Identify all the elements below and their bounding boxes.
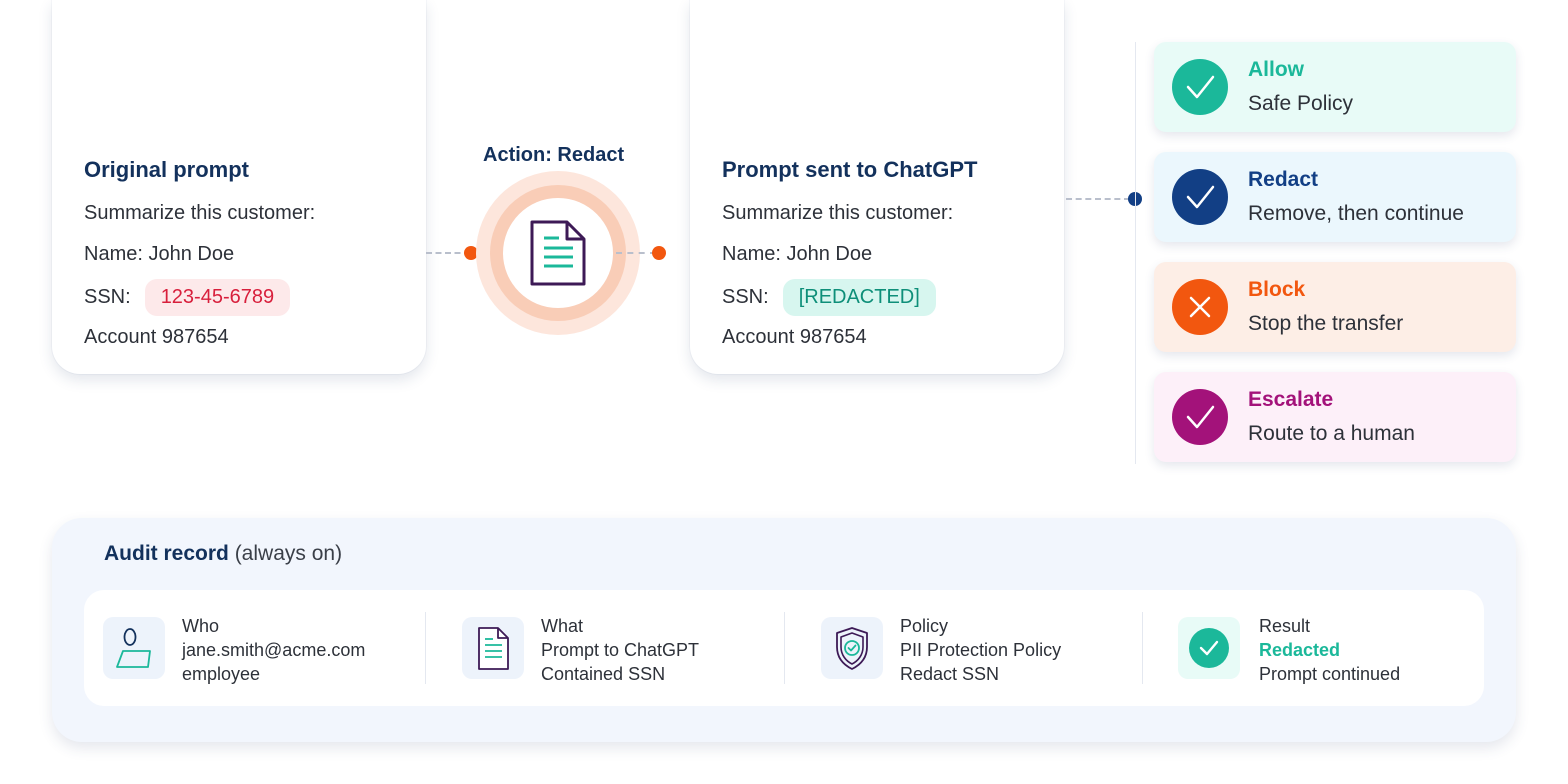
option-allow-subtitle: Safe Policy — [1248, 92, 1354, 115]
audit-record-title: Audit record (always on) — [104, 542, 342, 566]
ssn-label: SSN: — [84, 286, 131, 308]
action-label: Action: Redact — [483, 144, 625, 166]
audit-policy: Policy PII Protection Policy Redact SSN — [900, 614, 1061, 686]
option-escalate-title: Escalate — [1248, 388, 1334, 411]
check-icon — [1172, 389, 1228, 445]
option-block-title: Block — [1248, 278, 1306, 301]
audit-who-line2: employee — [182, 664, 261, 684]
document-icon — [529, 219, 587, 287]
option-allow-title: Allow — [1248, 58, 1304, 81]
original-prompt-title: Original prompt — [84, 157, 249, 182]
audit-who: Who jane.smith@acme.com employee — [182, 614, 365, 686]
audit-divider — [425, 612, 426, 684]
original-prompt-line-1: Summarize this customer: — [84, 202, 316, 224]
sent-prompt-ssn-row: SSN: [REDACTED] — [722, 279, 936, 316]
connector-left — [426, 252, 470, 254]
check-icon — [1172, 59, 1228, 115]
sent-prompt-line-1: Summarize this customer: — [722, 202, 954, 224]
ssn-value-badge: 123-45-6789 — [144, 279, 291, 316]
audit-result-line2: Prompt continued — [1259, 664, 1401, 684]
audit-record-panel: Audit record (always on) Who jane.smith@… — [52, 518, 1516, 742]
ssn-redacted-badge: [REDACTED] — [782, 279, 936, 316]
audit-policy-line1: PII Protection Policy — [900, 640, 1062, 660]
audit-who-heading: Who — [182, 616, 220, 636]
option-block: Block Stop the transfer — [1154, 262, 1516, 352]
audit-result: Result Redacted Prompt continued — [1259, 614, 1400, 686]
option-redact-title: Redact — [1248, 168, 1319, 191]
audit-title-main: Audit record — [104, 542, 229, 565]
x-icon — [1172, 279, 1228, 335]
option-escalate: Escalate Route to a human — [1154, 372, 1516, 462]
audit-who-line1: jane.smith@acme.com — [182, 640, 366, 660]
audit-result-heading: Result — [1259, 616, 1311, 636]
audit-policy-line2: Redact SSN — [900, 664, 1000, 684]
audit-title-note: (always on) — [234, 542, 343, 565]
audit-divider — [784, 612, 785, 684]
audit-policy-heading: Policy — [900, 616, 949, 636]
shield-check-icon — [821, 617, 883, 679]
sent-prompt-line-2: Name: John Doe — [722, 243, 873, 265]
original-prompt-line-2: Name: John Doe — [84, 243, 235, 265]
options-divider — [1135, 42, 1136, 464]
audit-what-line1: Prompt to ChatGPT — [541, 640, 700, 660]
check-icon — [1172, 169, 1228, 225]
option-redact-subtitle: Remove, then continue — [1248, 202, 1464, 225]
sent-prompt-card — [690, 0, 1064, 374]
audit-what: What Prompt to ChatGPT Contained SSN — [541, 614, 699, 686]
sent-prompt-line-4: Account 987654 — [722, 326, 867, 348]
connector-mid — [616, 252, 656, 254]
ssn-label: SSN: — [722, 286, 769, 308]
option-escalate-subtitle: Route to a human — [1248, 422, 1415, 445]
option-redact: Redact Remove, then continue — [1154, 152, 1516, 242]
connector-right — [1066, 198, 1130, 200]
connector-dot-left — [464, 246, 478, 260]
original-prompt-line-4: Account 987654 — [84, 326, 229, 348]
audit-result-status: Redacted — [1259, 640, 1341, 660]
option-allow: Allow Safe Policy — [1154, 42, 1516, 132]
user-icon — [103, 617, 165, 679]
document-icon — [462, 617, 524, 679]
audit-record-items: Who jane.smith@acme.com employee What Pr… — [84, 590, 1484, 706]
option-block-subtitle: Stop the transfer — [1248, 312, 1404, 335]
original-prompt-ssn-row: SSN: 123-45-6789 — [84, 279, 291, 316]
audit-what-heading: What — [541, 616, 584, 636]
sent-prompt-title: Prompt sent to ChatGPT — [722, 157, 978, 182]
audit-divider — [1142, 612, 1143, 684]
audit-what-line2: Contained SSN — [541, 664, 666, 684]
connector-dot-mid — [652, 246, 666, 260]
check-circle-icon — [1178, 617, 1240, 679]
